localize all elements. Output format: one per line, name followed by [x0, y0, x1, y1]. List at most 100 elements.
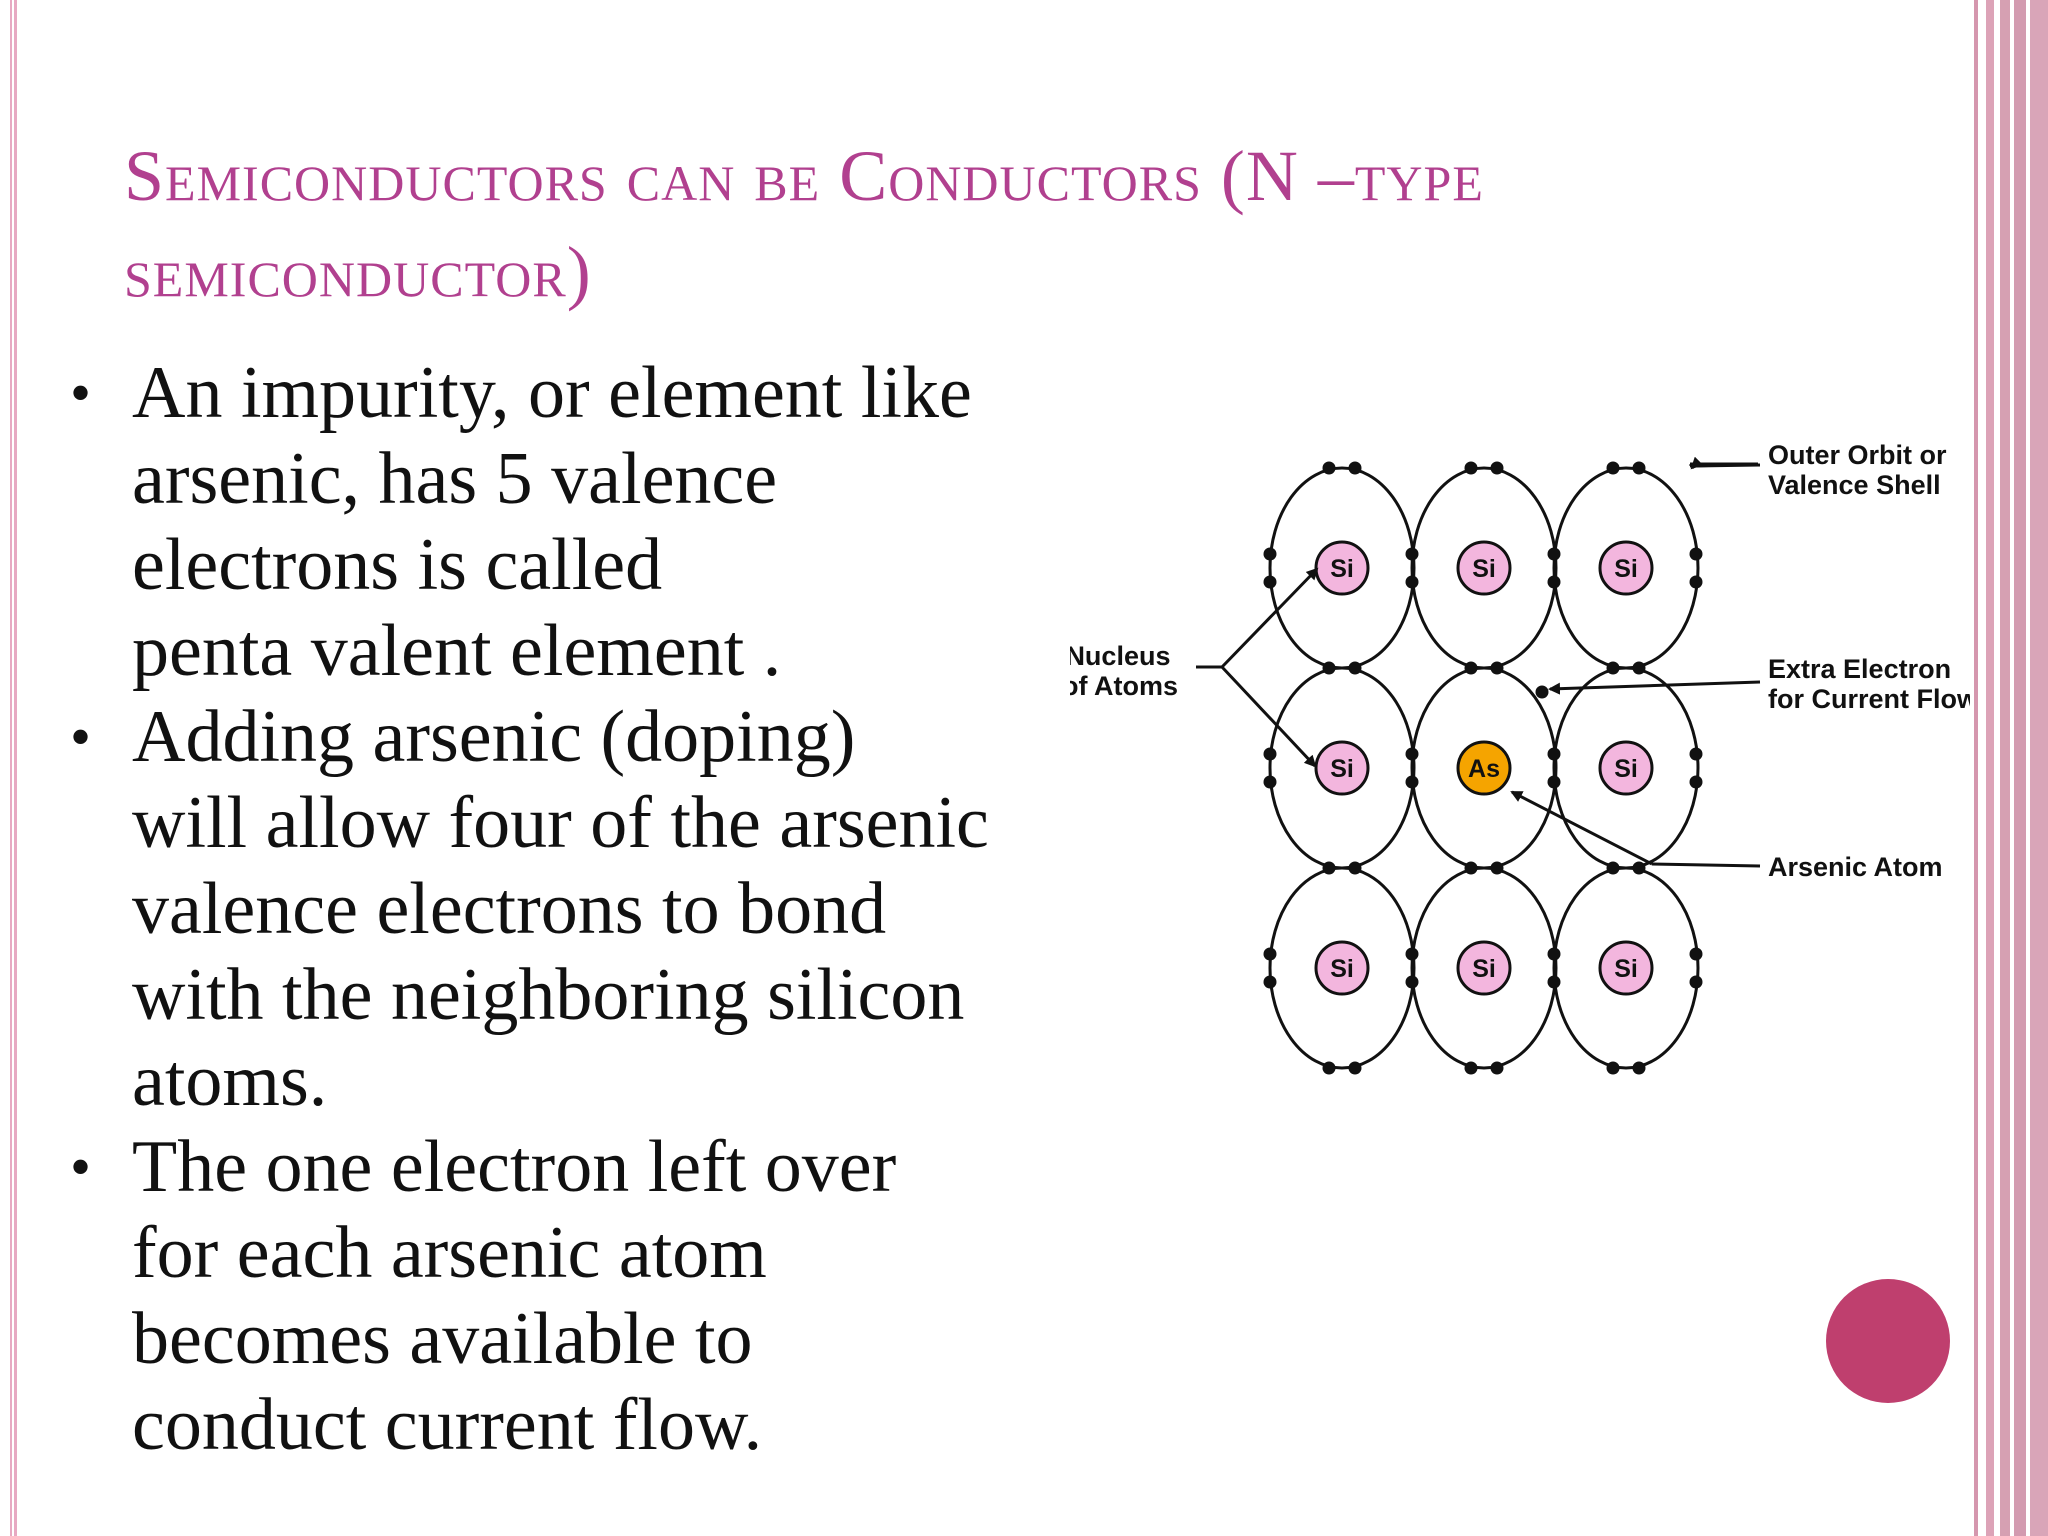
bullet-line: atoms. — [132, 1040, 328, 1122]
silicon-nucleus — [1598, 940, 1654, 996]
electron-dot — [1689, 775, 1703, 789]
electron-dot — [1263, 575, 1277, 589]
electron-dot — [1263, 775, 1277, 789]
electron-dot — [1348, 661, 1362, 675]
electron-dot — [1547, 575, 1561, 589]
bullet-line: penta valent element . — [132, 610, 782, 692]
outer-orbit-label: Outer Orbit or Valence Shell — [1768, 440, 1954, 500]
extra-electron-callout — [1548, 680, 1761, 695]
electron-dot — [1547, 775, 1561, 789]
bullet-line: will allow four of the arsenic — [132, 782, 989, 864]
nucleus-callout-arrow-bottom — [1220, 665, 1317, 768]
decorative-circle — [1826, 1279, 1950, 1403]
bullet-item: • An impurity, or element like arsenic, … — [70, 350, 1110, 694]
bullet-line: becomes available to — [132, 1298, 753, 1380]
electron-dot — [1606, 661, 1620, 675]
electron-dot — [1632, 861, 1646, 875]
silicon-symbol: Si — [1614, 755, 1638, 783]
valence-shell-orbit — [1410, 866, 1558, 1070]
electron-dot — [1464, 461, 1478, 475]
silicon-symbol: Si — [1330, 555, 1354, 583]
silicon-nucleus — [1314, 940, 1370, 996]
bullet-marker: • — [70, 704, 92, 770]
electron-dot — [1348, 861, 1362, 875]
valence-shell-orbit — [1268, 866, 1416, 1070]
electron-dot — [1464, 1061, 1478, 1075]
silicon-symbol: Si — [1472, 955, 1496, 983]
electron-dot — [1535, 685, 1549, 699]
extra-electron-label: Extra Electron for Current Flow — [1768, 654, 1970, 714]
bullet-marker: • — [70, 360, 92, 426]
electron-dot — [1490, 461, 1504, 475]
electron-dot — [1405, 947, 1419, 961]
silicon-nucleus — [1456, 940, 1512, 996]
electron-dot — [1632, 661, 1646, 675]
arsenic-atom-callout — [1651, 862, 1761, 868]
silicon-symbol: Si — [1614, 555, 1638, 583]
electron-dot — [1606, 861, 1620, 875]
electron-dot — [1547, 975, 1561, 989]
electron-dot — [1632, 461, 1646, 475]
silicon-symbol: Si — [1330, 755, 1354, 783]
electron-dot — [1689, 747, 1703, 761]
electron-dot — [1263, 547, 1277, 561]
electron-dot — [1322, 661, 1336, 675]
bullet-marker: • — [70, 1134, 92, 1200]
bullet-line: Adding arsenic (doping) — [132, 696, 856, 778]
silicon-nucleus — [1598, 540, 1654, 596]
electron-dot — [1322, 1061, 1336, 1075]
electron-dot — [1348, 1061, 1362, 1075]
bullet-list: • An impurity, or element like arsenic, … — [70, 350, 1110, 1468]
bullet-line: electrons is called — [132, 524, 663, 606]
electron-dot — [1464, 861, 1478, 875]
electrons-layer — [1263, 461, 1703, 1075]
electron-dot — [1689, 947, 1703, 961]
silicon-symbol: Si — [1472, 555, 1496, 583]
arsenic-symbol: As — [1468, 755, 1500, 783]
electron-dot — [1547, 747, 1561, 761]
electron-dot — [1263, 747, 1277, 761]
electron-dot — [1689, 975, 1703, 989]
arsenic-nucleus — [1456, 740, 1512, 796]
electron-dot — [1606, 461, 1620, 475]
electron-dot — [1405, 975, 1419, 989]
silicon-nucleus — [1314, 740, 1370, 796]
electron-dot — [1490, 861, 1504, 875]
electron-dot — [1547, 547, 1561, 561]
valence-shell-orbit — [1552, 866, 1700, 1070]
bullet-item: • The one electron left over for each ar… — [70, 1124, 1110, 1468]
silicon-nucleus — [1598, 740, 1654, 796]
bullet-item: • Adding arsenic (doping) will allow fou… — [70, 694, 1110, 1124]
electron-dot — [1405, 747, 1419, 761]
electron-dot — [1405, 547, 1419, 561]
bullet-line: with the neighboring silicon — [132, 954, 965, 1036]
arsenic-atom-label: Arsenic Atom — [1768, 852, 1943, 882]
nucleus-label: Nucleus of Atoms — [1070, 641, 1178, 701]
bullet-line: valence electrons to bond — [132, 868, 887, 950]
bullet-line: An impurity, or element like — [132, 352, 972, 434]
electron-dot — [1490, 1061, 1504, 1075]
electron-dot — [1632, 1061, 1646, 1075]
silicon-symbol: Si — [1614, 955, 1638, 983]
electron-dot — [1263, 975, 1277, 989]
electron-dot — [1606, 1061, 1620, 1075]
electron-dot — [1689, 547, 1703, 561]
right-decorative-stripes — [1966, 0, 2048, 1536]
slide-title: Semiconductors can be Conductors (N –typ… — [124, 136, 1484, 312]
electron-dot — [1322, 861, 1336, 875]
bullet-line: The one electron left over — [132, 1126, 897, 1208]
bullet-line: conduct current flow. — [132, 1384, 763, 1466]
electron-dot — [1689, 575, 1703, 589]
electron-dot — [1322, 461, 1336, 475]
electron-dot — [1547, 947, 1561, 961]
nucleus-callout-arrow-top — [1220, 567, 1319, 669]
electron-dot — [1490, 661, 1504, 675]
electron-dot — [1405, 775, 1419, 789]
electron-dot — [1464, 661, 1478, 675]
bullet-line: for each arsenic atom — [132, 1212, 767, 1294]
arsenic-atom-callout-arrow — [1510, 790, 1653, 866]
silicon-symbol: Si — [1330, 955, 1354, 983]
electron-dot — [1405, 575, 1419, 589]
